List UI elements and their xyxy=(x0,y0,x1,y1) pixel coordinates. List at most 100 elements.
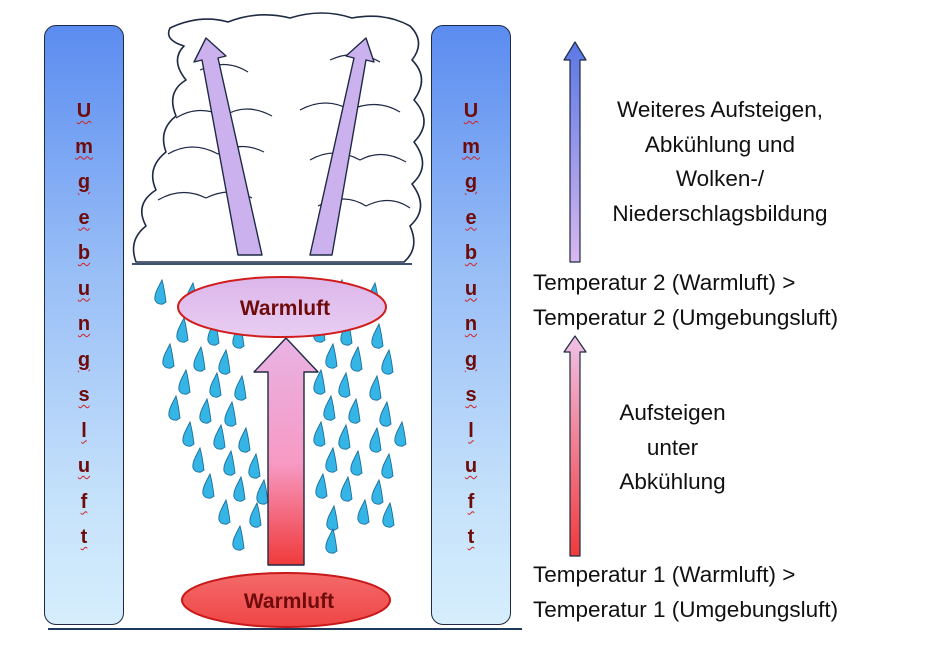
temperature-line: Temperatur 1 (Warmluft) > xyxy=(533,562,796,587)
raindrop-icon xyxy=(193,345,206,372)
raindrop-icon xyxy=(233,475,246,502)
raindrop-icon xyxy=(371,478,384,505)
cloud-arrow-right-icon xyxy=(309,37,375,256)
letter: m xyxy=(75,135,93,158)
rising-air-arrow-icon xyxy=(253,337,319,566)
letter: u xyxy=(77,455,91,477)
raindrop-icon xyxy=(223,449,236,476)
further-rise-arrow-icon xyxy=(563,41,587,263)
letter: e xyxy=(78,206,90,229)
warm-air-parcel-bottom-label: Warmluft xyxy=(244,590,334,613)
letter: U xyxy=(463,100,479,122)
letter: l xyxy=(81,419,87,442)
letter: b xyxy=(77,242,91,264)
raindrop-icon xyxy=(248,452,261,479)
raindrop-icon xyxy=(381,452,394,479)
description-line: Abkühlung und xyxy=(644,131,796,157)
raindrop-icon xyxy=(340,475,353,502)
temperature-line: Temperatur 2 (Warmluft) > xyxy=(533,270,796,295)
raindrop-icon xyxy=(323,394,336,421)
raindrop-icon xyxy=(213,423,226,450)
raindrop-icon xyxy=(168,394,181,421)
raindrop-icon xyxy=(381,348,394,375)
raindrop-icon xyxy=(326,504,339,531)
raindrop-icon xyxy=(154,278,167,305)
cloud-arrow-left-icon xyxy=(193,37,263,256)
raindrop-icon xyxy=(325,446,338,473)
warm-air-parcel-top: Warmluft xyxy=(177,276,387,338)
raindrop-icon xyxy=(218,498,231,525)
surrounding-air-left-label: U m g e b u n g s l u f t xyxy=(45,94,123,556)
letter: U xyxy=(76,100,92,122)
letter: e xyxy=(465,206,477,229)
rise-with-cooling-arrow-icon xyxy=(563,335,587,557)
raindrop-icon xyxy=(313,420,326,447)
surrounding-air-right-label: U m g e b u n g s l u f t xyxy=(432,94,510,556)
description-line: Weiteres Aufsteigen, xyxy=(617,97,823,122)
raindrop-icon xyxy=(379,400,392,427)
raindrop-icon xyxy=(209,371,222,398)
raindrop-icon xyxy=(382,501,395,528)
letter: g xyxy=(464,171,478,193)
raindrop-icon xyxy=(178,368,191,395)
rise-with-cooling-description: Aufsteigen unter Abkühlung xyxy=(590,396,755,500)
letter: g xyxy=(464,348,478,371)
raindrop-icon xyxy=(232,524,245,551)
raindrop-icon xyxy=(238,426,251,453)
description-line: unter xyxy=(646,434,699,460)
raindrop-icon xyxy=(224,400,237,427)
raindrop-icon xyxy=(350,449,363,476)
raindrop-icon xyxy=(192,446,205,473)
cloud-icon xyxy=(132,12,425,263)
raindrop-icon xyxy=(338,371,351,398)
raindrop-icon xyxy=(371,322,384,349)
letter: s xyxy=(465,384,477,406)
raindrop-icon xyxy=(325,342,338,369)
description-line: Abkühlung xyxy=(619,469,726,494)
letter: t xyxy=(467,526,475,548)
temperature-line: Temperatur 2 (Umgebungsluft) xyxy=(533,304,839,330)
letter: g xyxy=(77,171,91,193)
temperature-level-1: Temperatur 1 (Warmluft) > Temperatur 1 (… xyxy=(533,558,838,627)
temperature-line: Temperatur 1 (Umgebungsluft) xyxy=(533,596,839,622)
letter: m xyxy=(462,135,480,158)
letter: l xyxy=(468,419,474,442)
raindrop-icon xyxy=(325,527,338,554)
raindrop-icon xyxy=(313,368,326,395)
warm-air-parcel-bottom: Warmluft xyxy=(181,572,391,628)
letter: n xyxy=(77,313,91,335)
letter: s xyxy=(78,384,90,406)
raindrop-icon xyxy=(249,501,262,528)
temperature-level-2: Temperatur 2 (Warmluft) > Temperatur 2 (… xyxy=(533,266,838,335)
raindrop-icon xyxy=(348,397,361,424)
description-line: Aufsteigen xyxy=(619,400,726,425)
raindrop-icon xyxy=(369,374,382,401)
letter: t xyxy=(80,526,88,548)
raindrop-icon xyxy=(369,426,382,453)
warm-air-parcel-top-label: Warmluft xyxy=(240,297,330,320)
letter: n xyxy=(464,313,478,335)
letter: f xyxy=(80,490,88,513)
letter: b xyxy=(464,242,478,264)
letter: g xyxy=(77,348,91,371)
rain-drops xyxy=(154,278,407,554)
letter: u xyxy=(77,277,91,300)
raindrop-icon xyxy=(234,374,247,401)
raindrop-icon xyxy=(338,423,351,450)
raindrop-icon xyxy=(350,345,363,372)
raindrop-icon xyxy=(176,316,189,343)
raindrop-icon xyxy=(357,498,370,525)
surrounding-air-right-column: U m g e b u n g s l u f t xyxy=(431,25,511,625)
raindrop-icon xyxy=(182,420,195,447)
description-line: Wolken-/ xyxy=(675,166,765,191)
raindrop-icon xyxy=(218,348,231,375)
raindrop-icon xyxy=(394,420,407,447)
description-line: Niederschlagsbildung xyxy=(612,200,828,226)
letter: f xyxy=(467,490,475,513)
raindrop-icon xyxy=(199,397,212,424)
raindrop-icon xyxy=(162,342,175,369)
further-rise-description: Weiteres Aufsteigen, Abkühlung und Wolke… xyxy=(570,93,870,231)
surrounding-air-left-column: U m g e b u n g s l u f t xyxy=(44,25,124,625)
